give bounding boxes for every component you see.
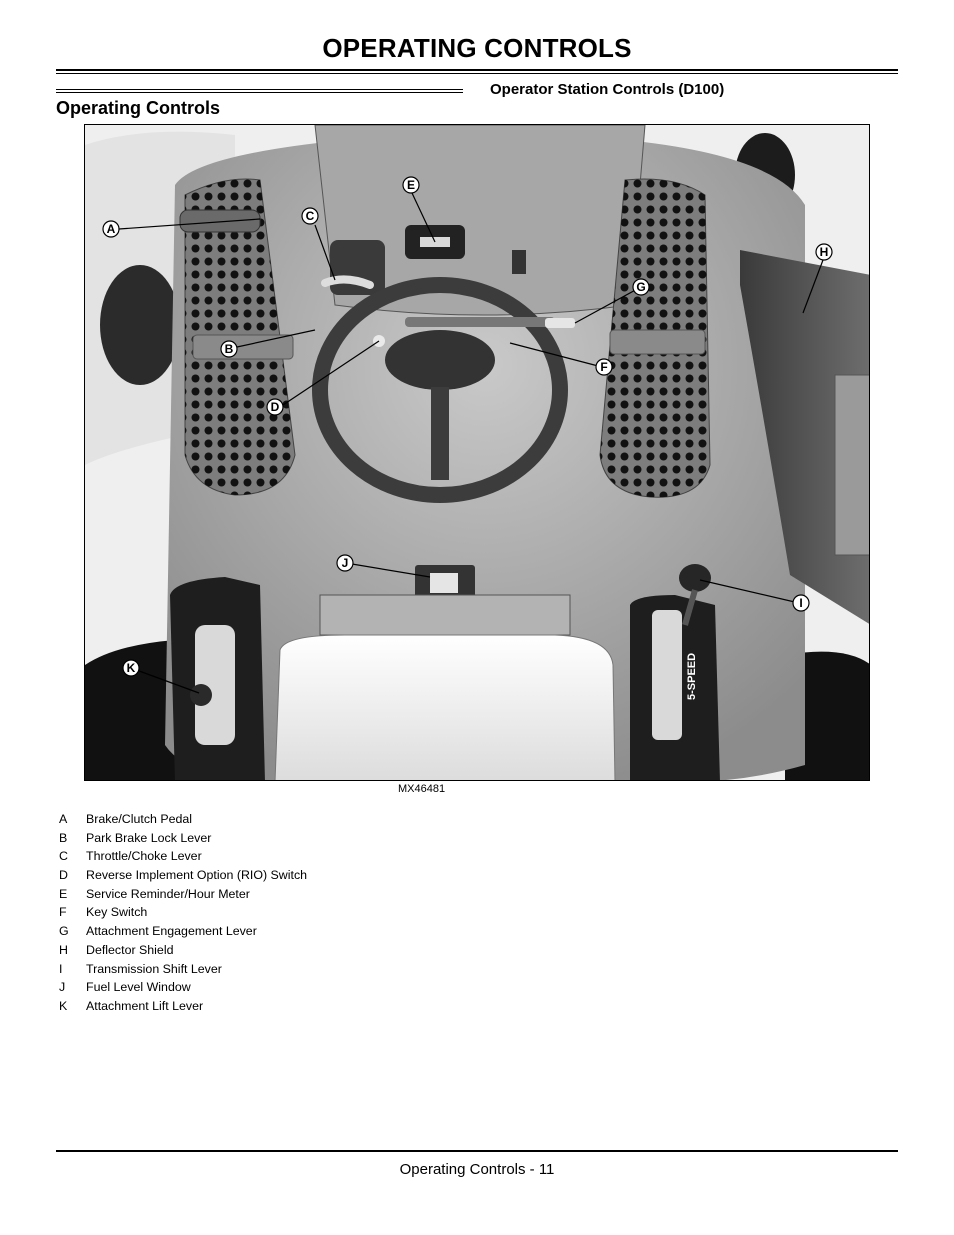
shift-lever-knob <box>679 564 711 592</box>
legend-key: G <box>59 922 86 940</box>
seat-base <box>320 595 570 635</box>
operator-station-figure: 5-SPEED A B C D <box>84 124 870 781</box>
callout-h: H <box>816 244 832 260</box>
legend-key: C <box>59 847 86 865</box>
legend-label: Attachment Engagement Lever <box>86 924 257 938</box>
left-front-tire <box>100 265 180 385</box>
svg-text:H: H <box>820 245 829 259</box>
legend-label: Transmission Shift Lever <box>86 962 222 976</box>
fuel-level-window <box>430 573 458 593</box>
callout-f: F <box>596 359 612 375</box>
page-title: OPERATING CONTROLS <box>0 33 954 64</box>
right-footrest-plate <box>610 330 705 354</box>
legend-label: Reverse Implement Option (RIO) Switch <box>86 868 307 882</box>
legend-key: E <box>59 885 86 903</box>
callout-a: A <box>103 221 119 237</box>
lift-lever-knob <box>190 684 212 706</box>
legend-key: H <box>59 941 86 959</box>
figure-id: MX46481 <box>398 783 445 795</box>
title-rule <box>56 69 898 74</box>
callout-e: E <box>403 177 419 193</box>
throttle-housing <box>330 240 385 295</box>
legend-key: F <box>59 903 86 921</box>
legend-key: K <box>59 997 86 1015</box>
legend-label: Park Brake Lock Lever <box>86 831 211 845</box>
svg-text:J: J <box>342 556 349 570</box>
section-rule <box>56 89 463 93</box>
callout-b: B <box>221 341 237 357</box>
key-slot <box>512 250 526 274</box>
callout-d: D <box>267 399 283 415</box>
attachment-lever-grip <box>545 318 575 328</box>
callout-g: G <box>633 279 649 295</box>
sub-heading: Operator Station Controls (D100) <box>490 81 724 98</box>
legend-label: Service Reminder/Hour Meter <box>86 887 250 901</box>
svg-text:B: B <box>225 342 234 356</box>
legend-key: I <box>59 960 86 978</box>
shield-decal <box>835 375 870 555</box>
callout-c: C <box>302 208 318 224</box>
legend-label: Fuel Level Window <box>86 980 191 994</box>
callout-i: I <box>793 595 809 611</box>
svg-text:C: C <box>306 209 315 223</box>
svg-text:E: E <box>407 178 415 192</box>
legend-key: J <box>59 978 86 996</box>
legend-label: Brake/Clutch Pedal <box>86 812 192 826</box>
legend-label: Key Switch <box>86 905 147 919</box>
attachment-lever-rod <box>405 317 555 327</box>
legend-label: Throttle/Choke Lever <box>86 849 202 863</box>
seat <box>275 635 615 781</box>
legend-label: Deflector Shield <box>86 943 173 957</box>
callout-k: K <box>123 660 139 676</box>
legend-key: D <box>59 866 86 884</box>
gear-label: 5-SPEED <box>686 653 698 700</box>
svg-text:G: G <box>636 280 645 294</box>
svg-text:A: A <box>107 222 116 236</box>
svg-text:F: F <box>600 360 607 374</box>
brake-clutch-pedal <box>180 210 260 232</box>
footer-rule <box>56 1150 898 1152</box>
steering-hub <box>385 330 495 390</box>
legend-key: A <box>59 810 86 828</box>
page-footer: Operating Controls - 11 <box>0 1161 954 1178</box>
callout-j: J <box>337 555 353 571</box>
svg-text:D: D <box>271 400 280 414</box>
section-heading: Operating Controls <box>56 98 220 119</box>
svg-text:K: K <box>127 661 136 675</box>
legend-label: Attachment Lift Lever <box>86 999 203 1013</box>
svg-text:I: I <box>799 596 802 610</box>
figure-illustration: 5-SPEED A B C D <box>85 125 870 781</box>
legend-key: B <box>59 829 86 847</box>
shift-gate <box>652 610 682 740</box>
